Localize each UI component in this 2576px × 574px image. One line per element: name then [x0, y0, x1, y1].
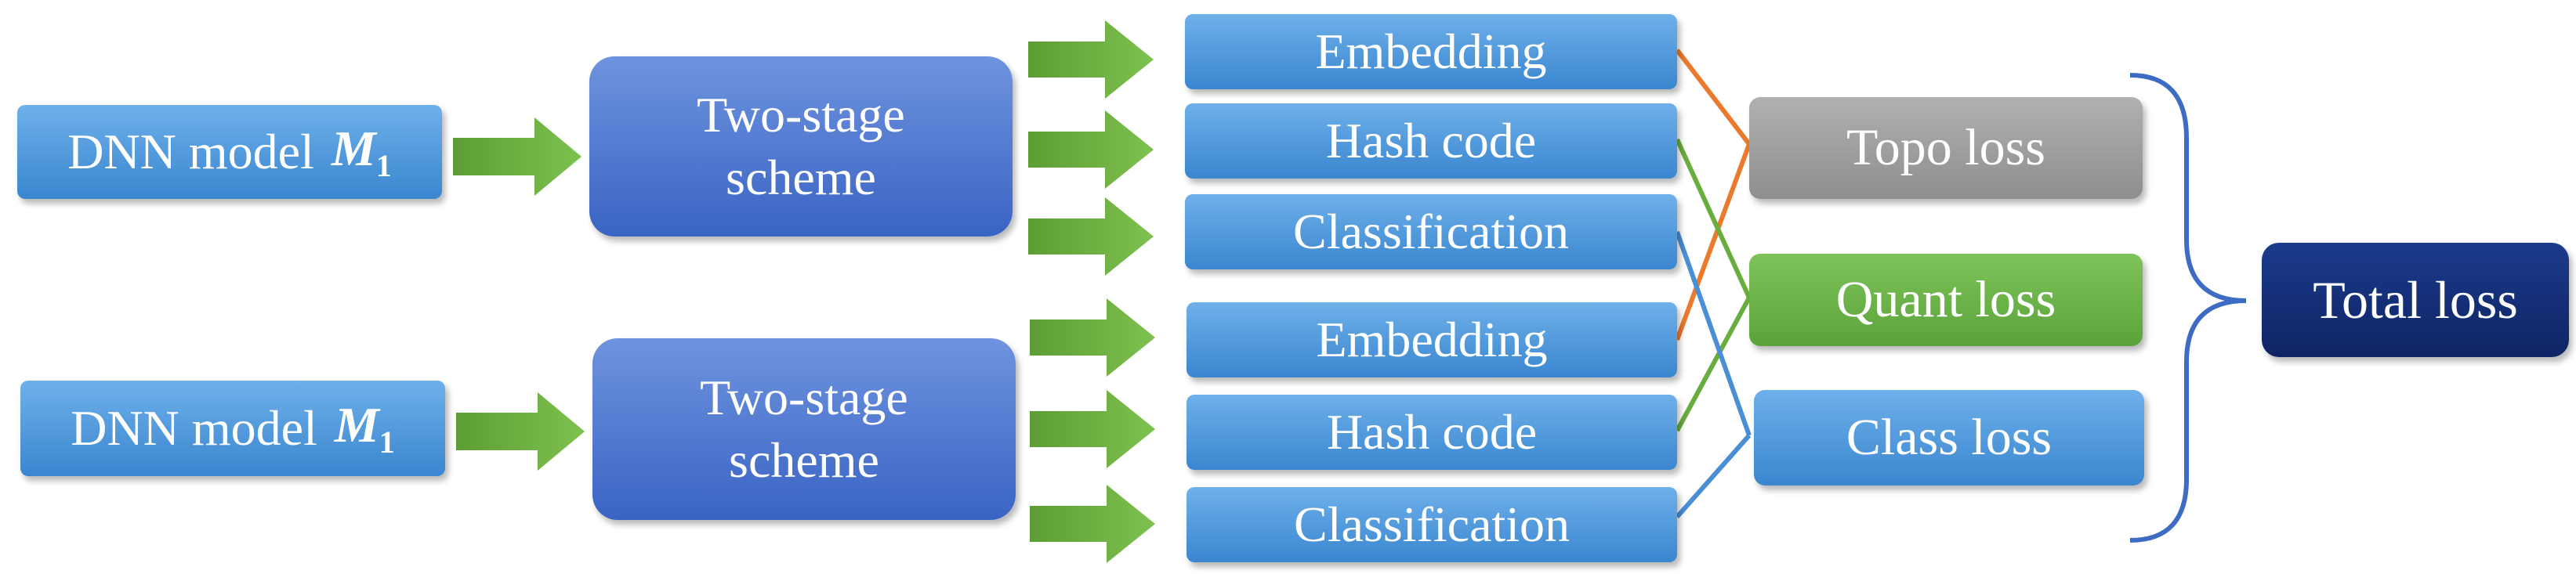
arrow-to-hash-1 [1028, 110, 1154, 189]
link-embedding1-topo [1675, 49, 1752, 146]
link-embedding2-topo [1675, 143, 1752, 341]
dnn-model-label: DNN model [67, 124, 314, 179]
quant-loss-box: Quant loss [1749, 254, 2143, 346]
output-label: Classification [1293, 204, 1569, 259]
link-hash2-quant [1675, 296, 1752, 432]
model-symbol: M1 [334, 397, 395, 460]
output-label: Hash code [1325, 113, 1537, 168]
arrow-to-embedding-1 [1028, 20, 1154, 99]
scheme-line-2: scheme [729, 432, 879, 488]
loss-label: Total loss [2313, 269, 2518, 330]
topo-loss-box: Topo loss [1749, 97, 2143, 199]
output-hash-code-1: Hash code [1185, 103, 1677, 179]
output-hash-code-2: Hash code [1187, 395, 1677, 470]
loss-label: Quant loss [1835, 271, 2056, 328]
output-classification-1: Classification [1185, 194, 1677, 269]
output-label: Hash code [1326, 404, 1538, 460]
link-class2-class [1675, 434, 1752, 518]
output-classification-2: Classification [1187, 487, 1677, 562]
arrow-to-embedding-2 [1030, 298, 1155, 377]
output-label: Embedding [1316, 312, 1548, 367]
brace-bracket [2129, 73, 2247, 543]
output-embedding-1: Embedding [1185, 14, 1677, 89]
scheme-line-1: Two-stage [697, 87, 905, 143]
output-label: Embedding [1315, 23, 1547, 79]
arrow-to-hash-2 [1030, 390, 1155, 468]
link-hash1-quant [1675, 138, 1752, 299]
two-stage-scheme-box-2: Two-stage scheme [592, 338, 1016, 520]
total-loss-box: Total loss [2262, 243, 2569, 357]
dnn-model-box-2: DNN model M1 [20, 381, 445, 476]
scheme-line-2: scheme [726, 150, 876, 205]
output-embedding-2: Embedding [1187, 302, 1677, 377]
output-label: Classification [1294, 496, 1570, 552]
dnn-model-box-1: DNN model M1 [17, 105, 442, 199]
loss-label: Topo loss [1846, 119, 2045, 176]
arrow-to-class-1 [1028, 197, 1154, 276]
link-class1-class [1675, 230, 1752, 437]
scheme-line-1: Two-stage [700, 370, 908, 425]
model-symbol: M1 [331, 121, 392, 183]
two-stage-scheme-box-1: Two-stage scheme [589, 56, 1013, 236]
loss-label: Class loss [1846, 409, 2052, 466]
arrow-model-to-scheme-1 [453, 117, 582, 196]
arrow-model-to-scheme-2 [456, 392, 585, 471]
arrow-to-class-2 [1030, 485, 1155, 563]
dnn-model-label: DNN model [71, 400, 317, 456]
class-loss-box: Class loss [1754, 390, 2144, 486]
